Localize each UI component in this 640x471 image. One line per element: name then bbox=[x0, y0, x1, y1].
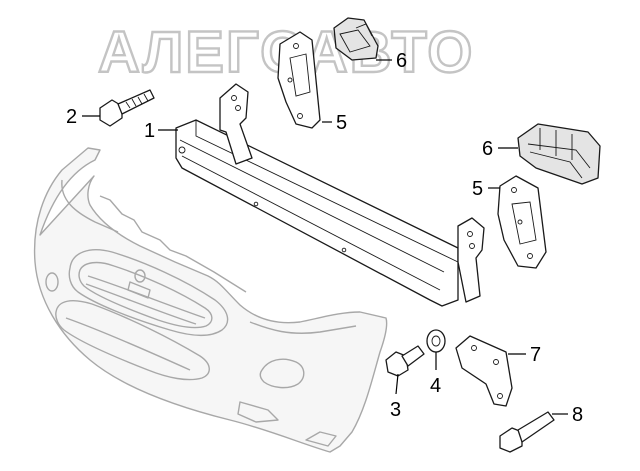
absorber-block-right bbox=[517, 123, 601, 185]
leader-lines bbox=[82, 59, 568, 415]
callout-2: 2 bbox=[66, 106, 77, 128]
bolt-lower bbox=[385, 345, 425, 377]
callout-4: 4 bbox=[430, 375, 441, 397]
crash-box-plate-right bbox=[497, 175, 547, 269]
pin-bolt bbox=[499, 411, 555, 453]
crash-box-plate-upper bbox=[277, 31, 321, 129]
callout-5-right: 5 bbox=[472, 178, 483, 200]
bumper-reinforcement-bar bbox=[175, 83, 485, 307]
callout-6-upper: 6 bbox=[396, 50, 407, 72]
callout-6-right: 6 bbox=[482, 138, 493, 160]
callout-8: 8 bbox=[572, 404, 583, 426]
callout-3: 3 bbox=[390, 399, 401, 421]
callout-5-upper: 5 bbox=[336, 112, 347, 134]
absorber-block-upper bbox=[333, 17, 379, 61]
callout-7: 7 bbox=[530, 344, 541, 366]
front-bumper-cover bbox=[33, 147, 388, 453]
bolt-upper bbox=[99, 89, 155, 127]
washer bbox=[426, 329, 446, 353]
support-bracket bbox=[455, 335, 513, 407]
callouts: 1 2 3 4 5 5 6 6 7 8 bbox=[66, 50, 583, 426]
callout-1: 1 bbox=[144, 120, 155, 142]
